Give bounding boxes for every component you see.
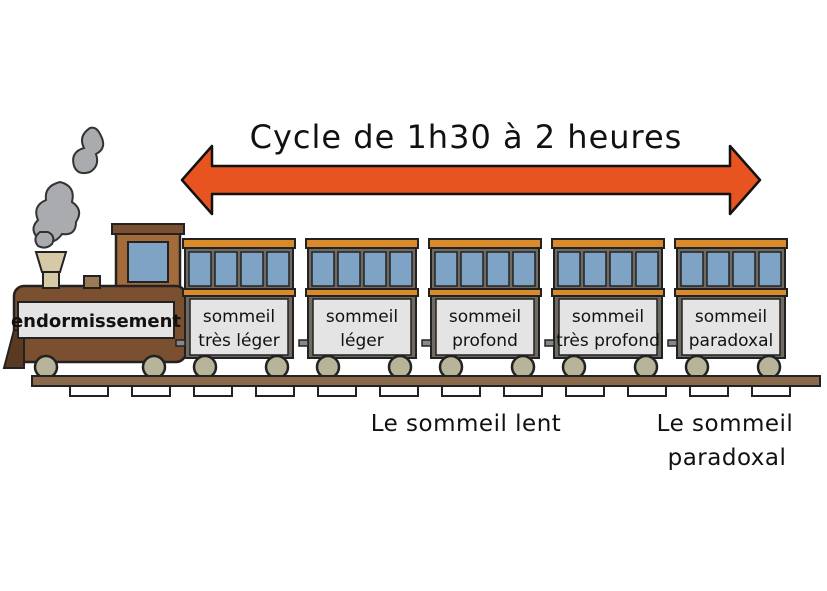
coupler <box>421 339 432 347</box>
car-1: sommeil très léger <box>175 238 296 380</box>
rail-sleeper <box>317 385 357 397</box>
rail-track <box>31 375 821 397</box>
car-window <box>706 251 730 287</box>
wheel <box>387 354 413 380</box>
wheel <box>192 354 218 380</box>
wheel <box>633 354 659 380</box>
car-label-line2: très profond <box>556 331 660 351</box>
car-label-panel <box>558 298 658 356</box>
rail-sleeper <box>131 385 171 397</box>
car-belt <box>551 288 665 297</box>
car-label-panel <box>681 298 781 356</box>
car-window <box>363 251 387 287</box>
car-window <box>214 251 238 287</box>
car-roof <box>182 238 296 249</box>
engine: endormissement <box>2 223 188 380</box>
wheel <box>315 354 341 380</box>
car-3: sommeil profond <box>421 238 542 380</box>
car-window <box>486 251 510 287</box>
car-label-line2: profond <box>452 331 518 351</box>
car-roof <box>551 238 665 249</box>
car-window <box>635 251 659 287</box>
rail-sleeper <box>627 385 667 397</box>
car-window <box>188 251 212 287</box>
car-window <box>680 251 704 287</box>
car-roof <box>674 238 788 249</box>
wheel <box>756 354 782 380</box>
rail-sleeper <box>193 385 233 397</box>
car-label-panel <box>189 298 289 356</box>
paradoxical-sleep-label-line1: Le sommeil <box>657 411 794 437</box>
car-label-line1: sommeil <box>572 307 644 327</box>
car-belt <box>674 288 788 297</box>
coupler <box>298 339 309 347</box>
slow-sleep-label: Le sommeil lent <box>371 411 562 437</box>
car-window <box>240 251 264 287</box>
smoke-icon <box>32 126 105 249</box>
car-label-line2: léger <box>340 331 383 351</box>
car-4: sommeil très profond <box>544 238 665 380</box>
car-belt <box>428 288 542 297</box>
car-label-line2: paradoxal <box>689 331 774 351</box>
car-window <box>732 251 756 287</box>
car-window <box>311 251 335 287</box>
car-roof <box>428 238 542 249</box>
coupler <box>667 339 678 347</box>
rail-sleeper <box>751 385 791 397</box>
car-window <box>758 251 782 287</box>
car-5: sommeil paradoxal <box>667 238 788 380</box>
car-window <box>460 251 484 287</box>
cycle-title: Cycle de 1h30 à 2 heures <box>250 118 683 156</box>
wheel <box>510 354 536 380</box>
car-window <box>389 251 413 287</box>
car-label-line1: sommeil <box>326 307 398 327</box>
car-belt <box>305 288 419 297</box>
double-headed-arrow-icon <box>180 144 762 216</box>
engine-label: endormissement <box>11 311 181 332</box>
rail-sleeper <box>379 385 419 397</box>
car-label-line1: sommeil <box>203 307 275 327</box>
car-label-panel <box>312 298 412 356</box>
paradoxical-sleep-label-line2: paradoxal <box>668 445 787 471</box>
car-window <box>512 251 536 287</box>
car-window <box>337 251 361 287</box>
car-window <box>583 251 607 287</box>
wheel <box>438 354 464 380</box>
car-window <box>266 251 290 287</box>
rail-sleeper <box>255 385 295 397</box>
car-label-line2: très léger <box>198 331 279 351</box>
car-label-line1: sommeil <box>695 307 767 327</box>
rail-sleeper <box>565 385 605 397</box>
car-2: sommeil léger <box>298 238 419 380</box>
rail-sleeper <box>503 385 543 397</box>
wheel <box>561 354 587 380</box>
car-roof <box>305 238 419 249</box>
coupler <box>175 339 186 347</box>
car-belt <box>182 288 296 297</box>
car-label-panel <box>435 298 535 356</box>
coupler <box>544 339 555 347</box>
car-window <box>557 251 581 287</box>
wheel <box>684 354 710 380</box>
rail-sleeper <box>689 385 729 397</box>
car-window <box>609 251 633 287</box>
rail-sleeper <box>69 385 109 397</box>
rail-sleeper <box>441 385 481 397</box>
car-label-line1: sommeil <box>449 307 521 327</box>
car-window <box>434 251 458 287</box>
wheel <box>264 354 290 380</box>
